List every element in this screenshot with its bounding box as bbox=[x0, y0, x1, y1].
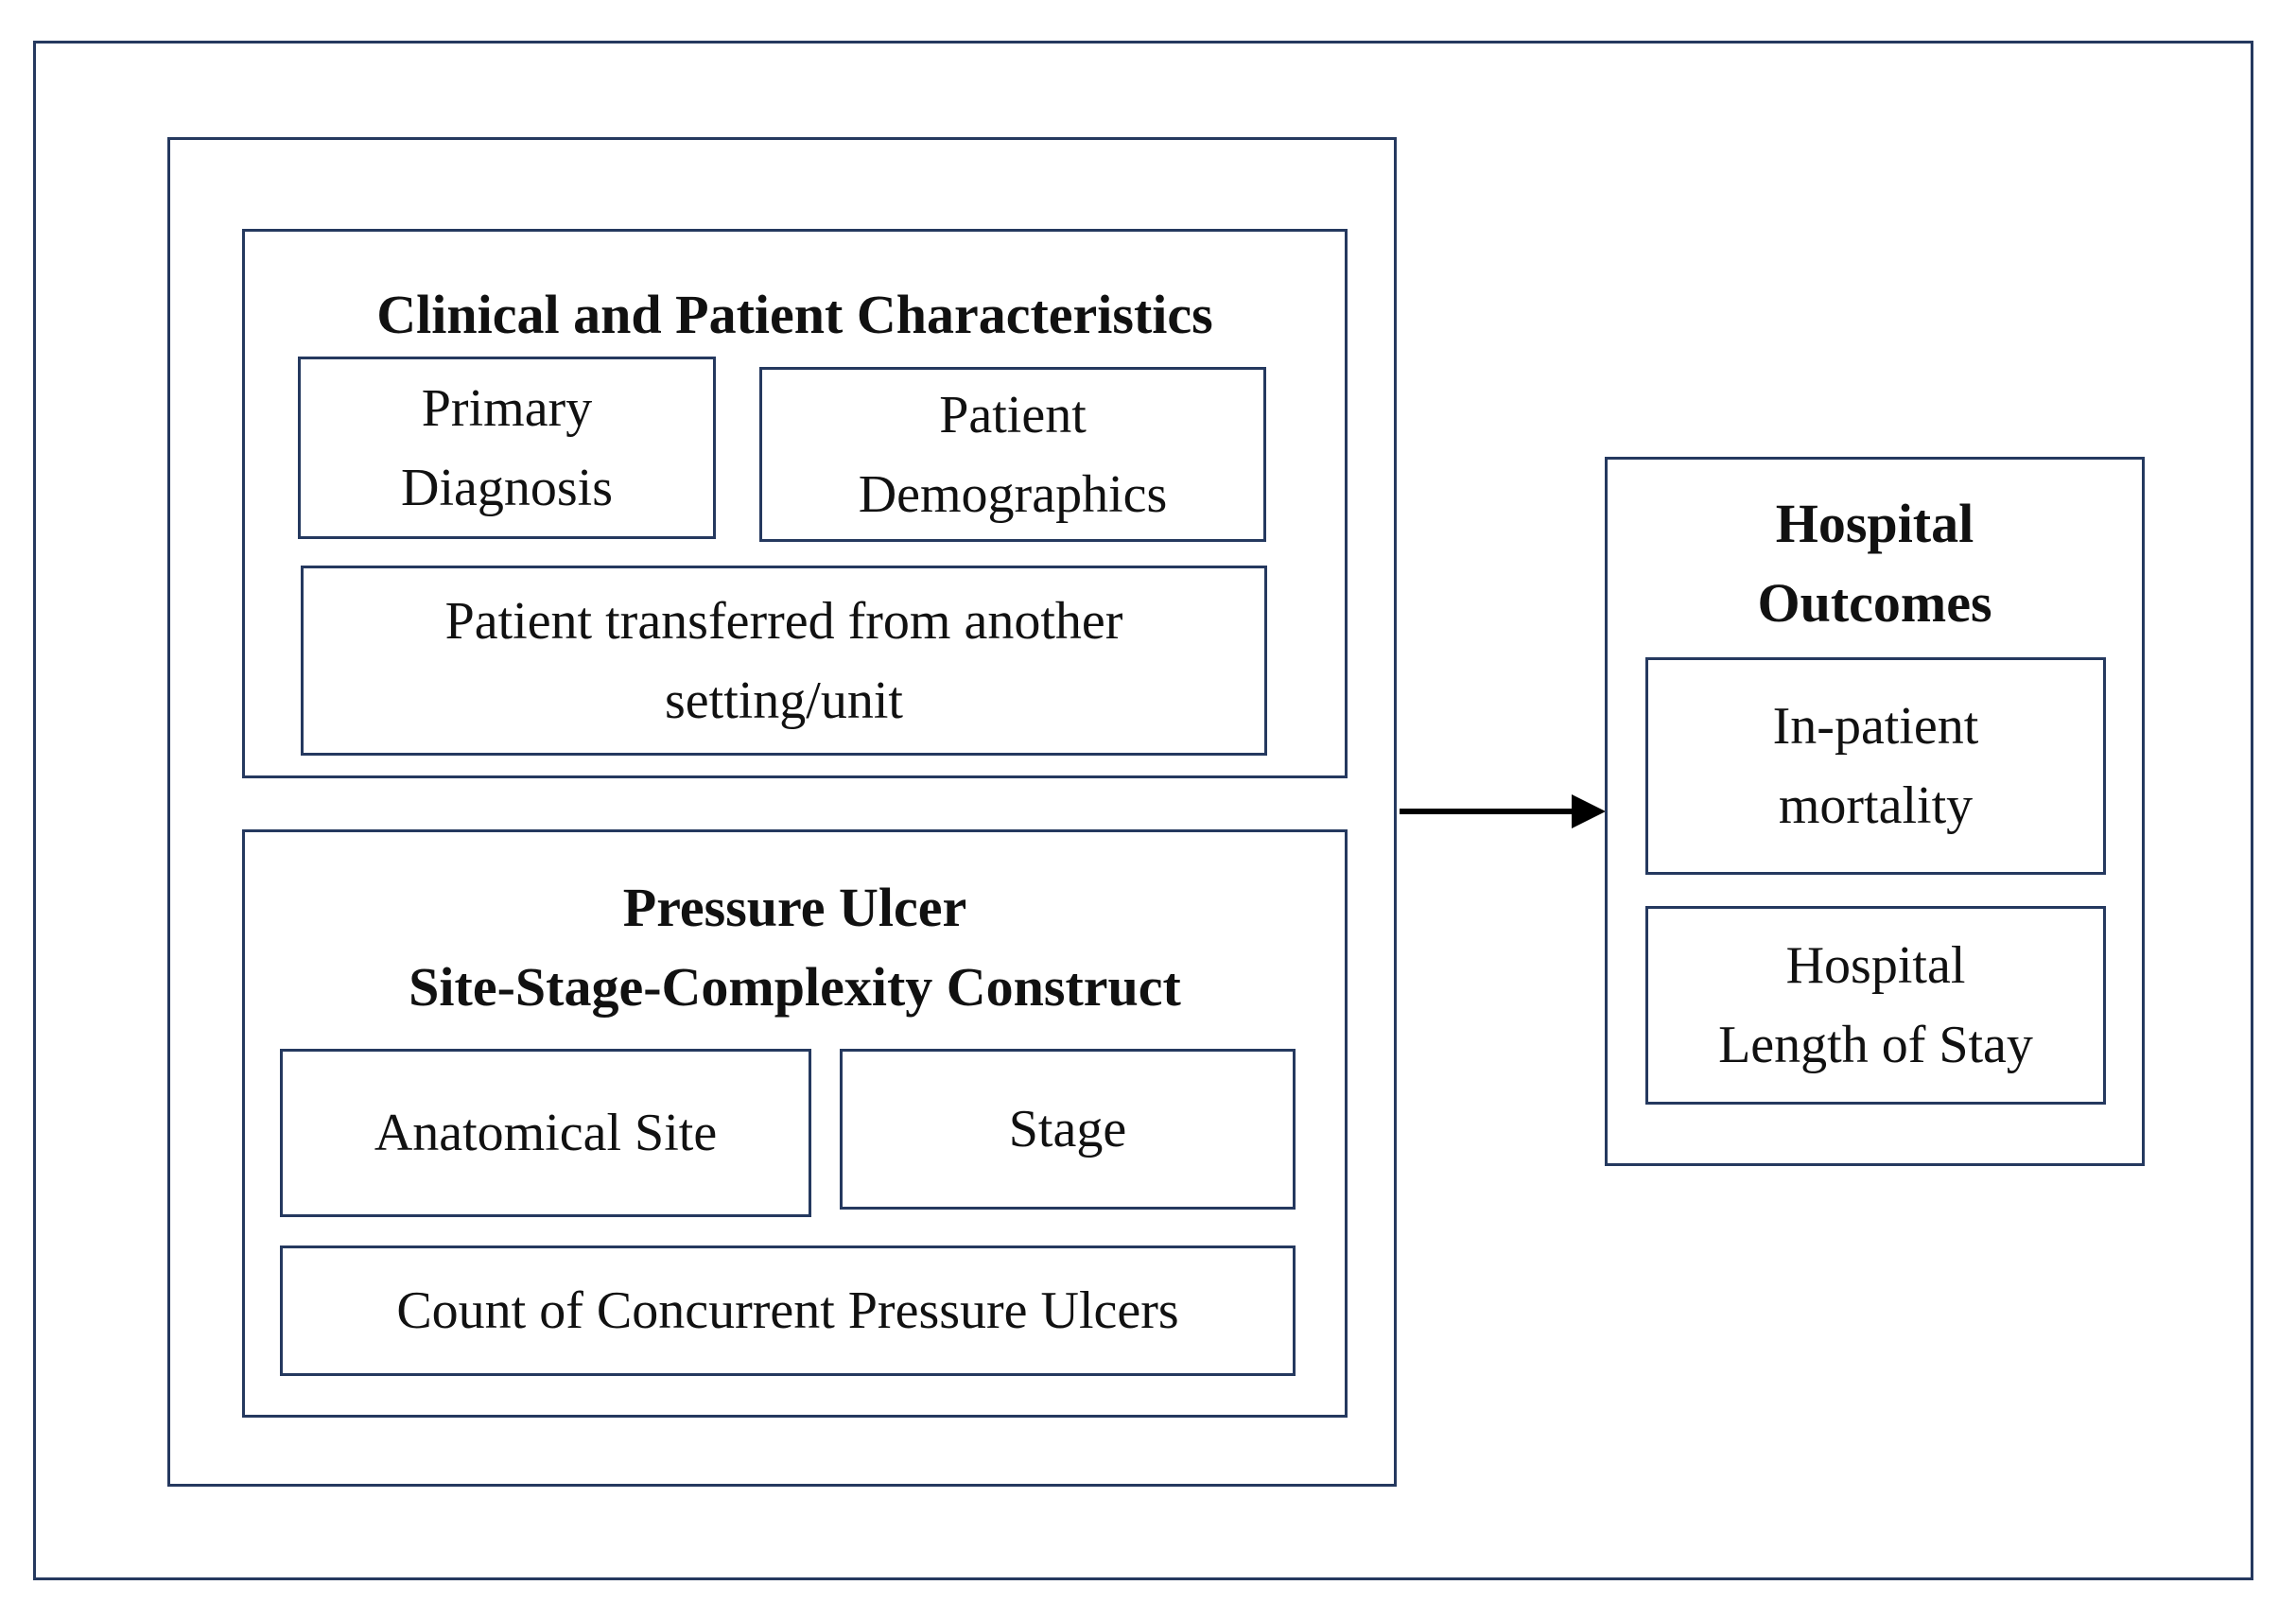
arrowhead-right-icon bbox=[1572, 794, 1606, 828]
predictors-to-outcomes-arrow-line bbox=[1400, 809, 1577, 814]
inpatient-mortality-box: In-patient mortality bbox=[1645, 657, 2106, 875]
pressure-ulcer-construct-title: Pressure Ulcer Site-Stage-Complexity Con… bbox=[409, 877, 1181, 1019]
patient-demographics-box: Patient Demographics bbox=[759, 367, 1266, 542]
patient-transferred-box: Patient transferred from another setting… bbox=[301, 566, 1267, 756]
hospital-length-of-stay-box: Hospital Length of Stay bbox=[1645, 906, 2106, 1105]
concurrent-ulcer-count-box: Count of Concurrent Pressure Ulcers bbox=[280, 1245, 1296, 1376]
primary-diagnosis-box: Primary Diagnosis bbox=[298, 357, 716, 539]
hospital-outcomes-title: Hospital Outcomes bbox=[1757, 493, 1992, 635]
clinical-characteristics-title: Clinical and Patient Characteristics bbox=[376, 284, 1213, 345]
stage-box: Stage bbox=[840, 1049, 1296, 1210]
anatomical-site-box: Anatomical Site bbox=[280, 1049, 811, 1217]
